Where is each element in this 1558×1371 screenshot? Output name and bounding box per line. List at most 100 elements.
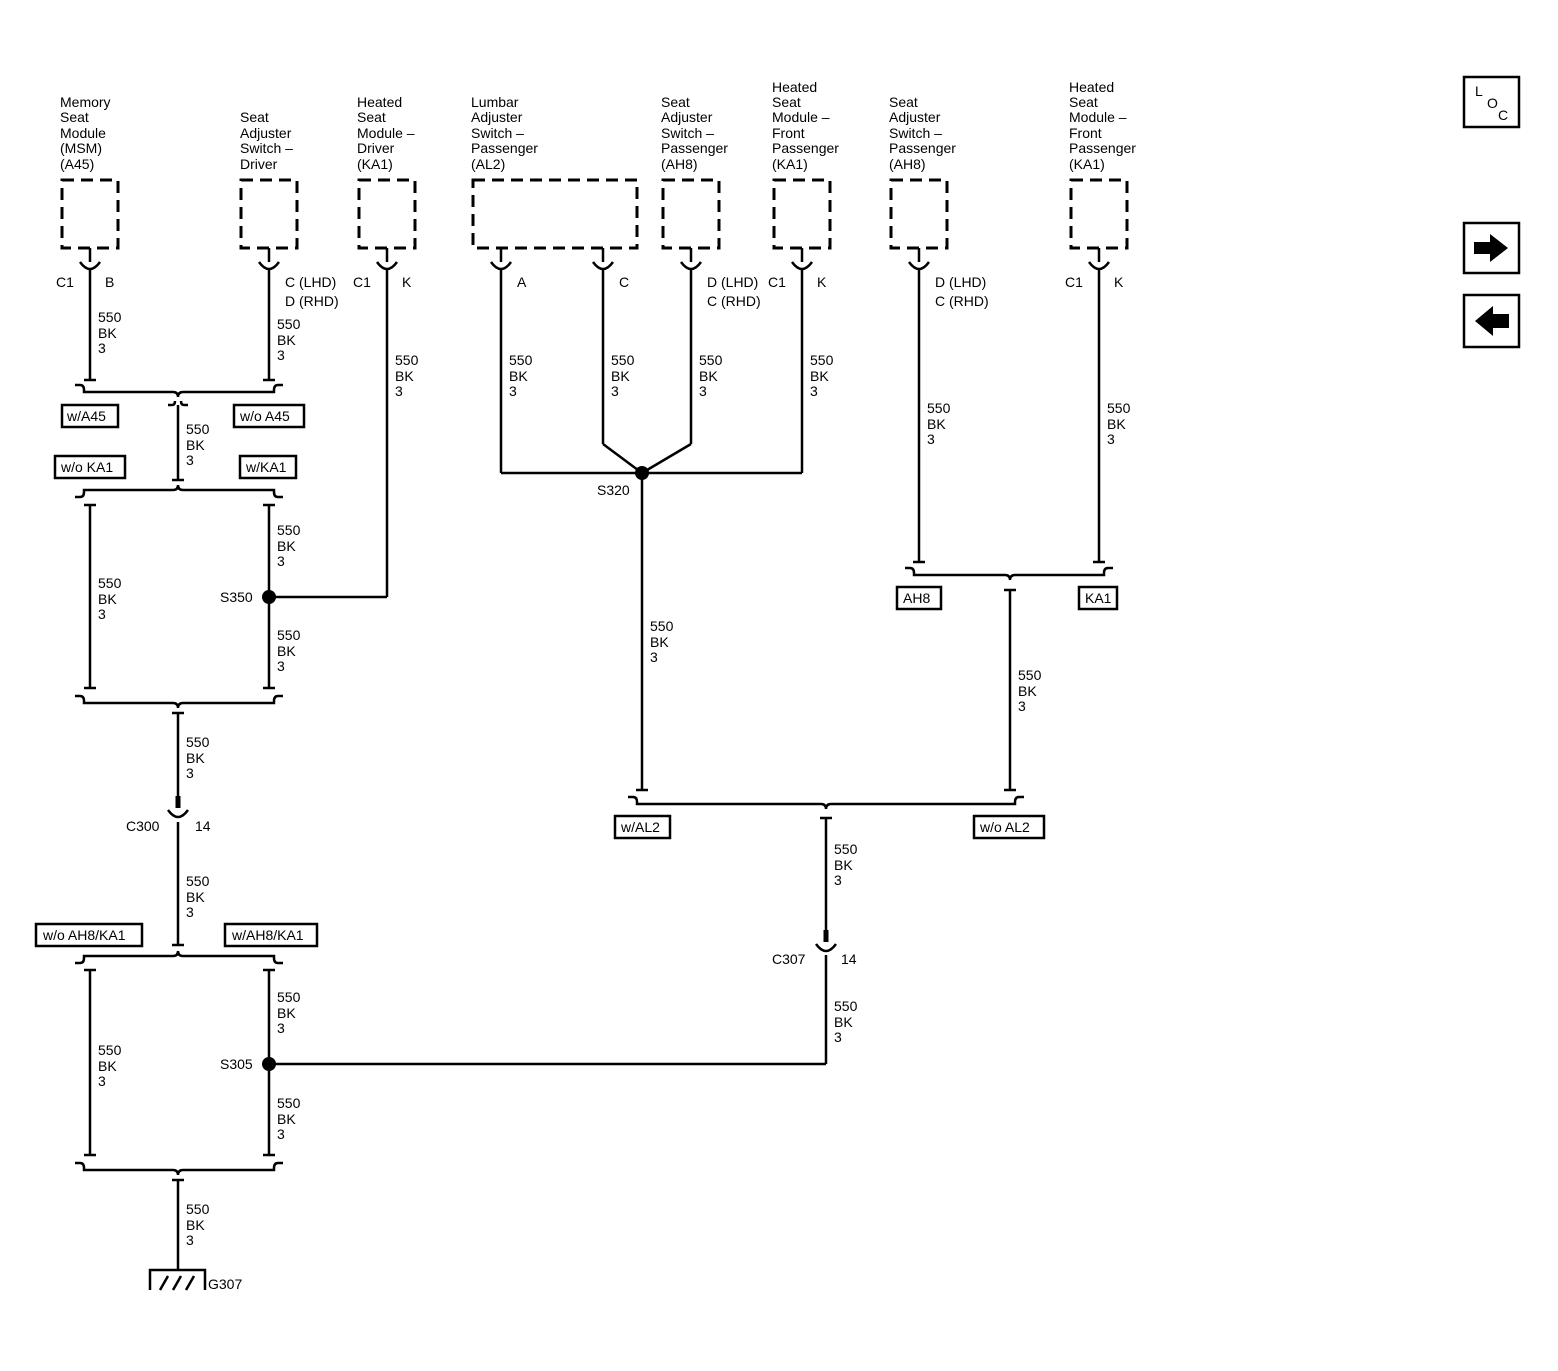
pin-label-sad-2: D (RHD) [285,293,339,309]
seat-adjuster-driver-box [239,178,299,250]
svg-text:Module –: Module – [772,109,830,125]
svg-text:Adjuster: Adjuster [240,125,292,141]
svg-text:Module –: Module – [1069,109,1127,125]
svg-text:Adjuster: Adjuster [471,109,523,125]
option-tag-ah8: AH8 [895,585,943,611]
svg-text:Passenger: Passenger [1069,140,1136,156]
svg-text:BK: BK [810,368,829,384]
svg-text:BK: BK [509,368,528,384]
svg-text:(KA1): (KA1) [357,156,393,172]
svg-text:Seat: Seat [357,109,386,125]
next-page-button[interactable] [1462,221,1521,275]
option-tag-wo-ka1: w/o KA1 [53,454,127,480]
component-label-heated-front-passenger-1: Heated Seat Module – Front Passenger (KA… [772,79,839,172]
svg-text:BK: BK [186,437,205,453]
svg-text:Heated: Heated [1069,79,1114,95]
svg-text:BK: BK [1018,683,1037,699]
svg-text:550: 550 [927,400,951,416]
svg-text:w/AL2: w/AL2 [620,819,660,835]
pin-label-sap1-2: C (RHD) [707,293,761,309]
svg-text:3: 3 [395,383,403,399]
svg-text:Switch –: Switch – [889,125,942,141]
svg-text:BK: BK [98,1058,117,1074]
svg-text:550: 550 [186,1201,210,1217]
svg-text:S350: S350 [220,589,253,605]
loc-button[interactable]: L O C [1462,75,1521,129]
pin-label-sap2-1: D (LHD) [935,274,986,290]
pin-label-hfp2-conn: C1 [1065,274,1083,290]
svg-text:w/KA1: w/KA1 [245,459,287,475]
option-tag-wo-al2: w/o AL2 [972,814,1046,840]
component-label-msm: Memory Seat Module (MSM) (A45) [60,94,111,172]
svg-text:(AH8): (AH8) [889,156,926,172]
svg-text:BK: BK [186,889,205,905]
svg-text:3: 3 [186,1232,194,1248]
svg-text:C307: C307 [772,951,806,967]
svg-text:Seat: Seat [1069,94,1098,110]
svg-text:Seat: Seat [240,109,269,125]
svg-text:BK: BK [277,643,296,659]
svg-text:BK: BK [650,634,669,650]
svg-text:Switch –: Switch – [471,125,524,141]
svg-text:3: 3 [611,383,619,399]
svg-text:Heated: Heated [357,94,402,110]
svg-text:BK: BK [98,591,117,607]
svg-text:BK: BK [834,1014,853,1030]
svg-text:550: 550 [98,575,122,591]
pin-heated-front-passenger-2-k [1087,248,1111,271]
svg-text:w/AH8/KA1: w/AH8/KA1 [231,927,304,943]
pin-label-lumbar-a: A [517,274,527,290]
option-tag-w-ka1: w/KA1 [238,454,298,480]
svg-text:3: 3 [277,1126,285,1142]
connector-c307: C307 14 [772,930,857,967]
svg-text:550: 550 [186,734,210,750]
component-label-seat-adjuster-passenger-2: Seat Adjuster Switch – Passenger (AH8) [889,94,956,172]
svg-text:550: 550 [395,352,419,368]
svg-text:(AL2): (AL2) [471,156,505,172]
svg-text:Seat: Seat [60,109,89,125]
pin-label-msm-pin: B [105,274,114,290]
svg-text:BK: BK [395,368,414,384]
pin-label-hd-conn: C1 [353,274,371,290]
pin-lumbar-a [489,248,513,271]
svg-text:(KA1): (KA1) [1069,156,1105,172]
svg-text:3: 3 [927,431,935,447]
svg-text:S320: S320 [597,482,630,498]
svg-text:3: 3 [277,1020,285,1036]
connector-c300: C300 14 [126,796,211,834]
brackets [75,378,1113,1182]
svg-text:Module –: Module – [357,125,415,141]
svg-text:550: 550 [98,1042,122,1058]
component-label-seat-adjuster-passenger-1: Seat Adjuster Switch – Passenger (AH8) [661,94,728,172]
svg-text:BK: BK [277,332,296,348]
svg-text:550: 550 [834,998,858,1014]
svg-text:550: 550 [277,989,301,1005]
component-label-lumbar-passenger: Lumbar Adjuster Switch – Passenger (AL2) [471,94,538,172]
svg-text:Lumbar: Lumbar [471,94,519,110]
svg-text:BK: BK [1107,416,1126,432]
option-tag-w-al2: w/AL2 [613,814,672,840]
svg-text:3: 3 [98,1073,106,1089]
seat-adjuster-passenger-1-box [661,178,721,250]
pin-label-hfp1-conn: C1 [768,274,786,290]
component-label-heated-seat-driver: Heated Seat Module – Driver (KA1) [357,94,415,172]
wires [88,270,1101,1270]
svg-text:550: 550 [1107,400,1131,416]
svg-text:14: 14 [195,818,211,834]
previous-page-button[interactable] [1462,293,1521,349]
svg-text:Seat: Seat [661,94,690,110]
svg-text:Module: Module [60,125,106,141]
svg-text:Front: Front [772,125,805,141]
pin-heated-driver-k [375,248,399,271]
svg-text:BK: BK [927,416,946,432]
